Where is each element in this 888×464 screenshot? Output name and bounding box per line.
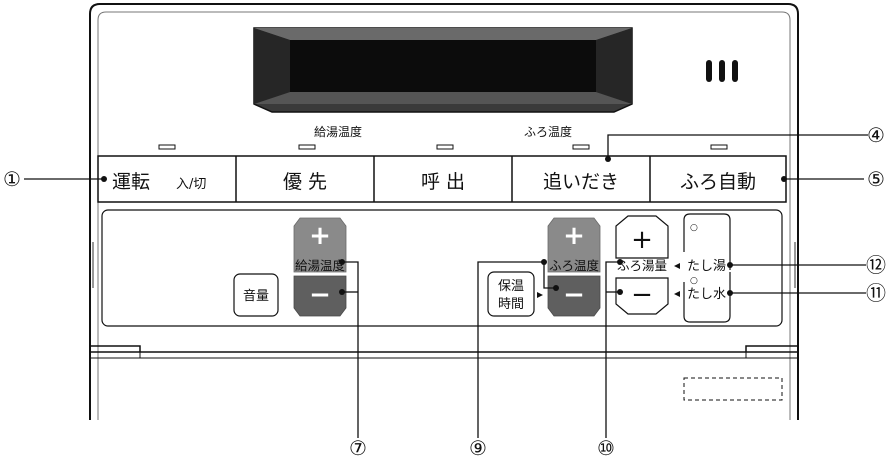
indicator-lamps [158, 144, 728, 150]
callout-11: ⑪ [866, 281, 886, 305]
yuryo-minus-symbol: − [631, 280, 653, 310]
oidaki-button[interactable]: 追いだき [543, 171, 619, 193]
furo-yuryo-group-label: ふろ湯量 [617, 258, 667, 273]
tashimizu-indicator-dot: ○ [690, 276, 698, 286]
callout-5: ⑤ [867, 167, 885, 191]
furo-ondo-group-label: ふろ温度 [549, 258, 600, 273]
kyuto-minus-symbol: − [309, 280, 331, 310]
yobidashi-button[interactable]: 呼 出 [421, 171, 465, 193]
callout-lines [24, 134, 868, 438]
hoon-line1: 保温 [498, 279, 524, 294]
callout-9: ⑨ [469, 436, 487, 460]
furo-yuryo-minus-button[interactable]: − [615, 277, 669, 315]
kyuto-plus-symbol: + [309, 221, 331, 251]
callout-7: ⑦ [349, 436, 367, 460]
kyuto-ondo-group-label: 給湯温度 [295, 258, 346, 273]
hoon-arrow-icon [537, 292, 543, 298]
tashiyu-arrow-icon [674, 263, 680, 269]
callout-12: ⑫ [866, 253, 886, 277]
furo-ondo-indicator-label: ふろ温度 [524, 124, 572, 139]
callout-1: ① [3, 167, 21, 191]
callout-dots [101, 156, 787, 296]
controller-body-inner [97, 11, 791, 420]
furo-yuryo-plus-button[interactable]: + [615, 215, 669, 259]
kyuto-ondo-minus-button[interactable]: − [293, 275, 347, 317]
bottom-hinge [89, 345, 799, 359]
yuryo-plus-symbol: + [631, 225, 653, 255]
furo-ondo-minus-button[interactable]: − [547, 275, 601, 317]
tashiyu-label: たし湯 [687, 259, 726, 274]
hoon-jikan-button[interactable] [487, 271, 535, 317]
tashimizu-label: たし水 [687, 287, 726, 302]
unten-label: 運転 [112, 171, 150, 193]
hoon-line2: 時間 [498, 297, 524, 312]
unten-sub-label: 入/切 [176, 177, 206, 192]
furo-jido-button[interactable]: ふろ自動 [680, 171, 756, 193]
onryo-label: 音量 [243, 288, 269, 304]
unten-button[interactable]: 運転 入/切 [112, 171, 206, 193]
kyuto-ondo-indicator-label: 給湯温度 [314, 124, 362, 139]
tashiyu-indicator-dot: ○ [690, 223, 698, 233]
onryo-button[interactable] [233, 273, 279, 317]
callout-4: ④ [867, 123, 885, 147]
tashiyu-button[interactable]: ○ たし湯 [683, 213, 731, 274]
callout-10: ⑩ [597, 436, 615, 460]
yusen-button[interactable]: 優 先 [283, 171, 327, 193]
tashimizu-button[interactable]: ○ たし水 [683, 272, 731, 323]
lcd-display [253, 27, 633, 113]
furo-plus-symbol: + [563, 221, 585, 251]
speaker-grille [706, 60, 738, 82]
model-label-placeholder [683, 377, 783, 401]
furo-minus-symbol: − [563, 280, 585, 310]
kyuto-ondo-plus-button[interactable]: + [293, 217, 347, 273]
tashimizu-arrow-icon [674, 291, 680, 297]
furo-ondo-plus-button[interactable]: + [547, 217, 601, 273]
